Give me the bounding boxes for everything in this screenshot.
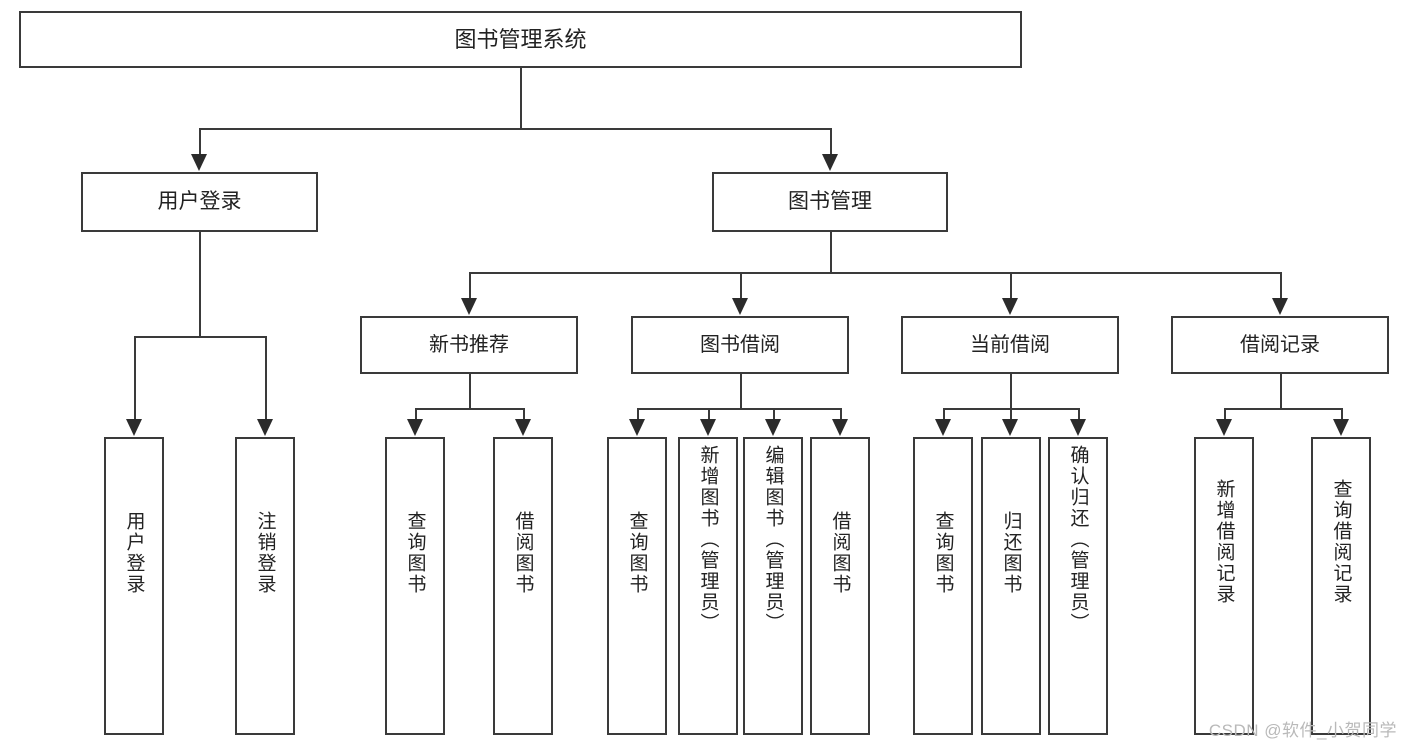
connector-borrow-record-bus	[1224, 408, 1341, 410]
connector-user-login-trunk	[199, 232, 201, 336]
connector-drop-query-book-2	[637, 408, 639, 420]
node-leaf-borrow-book-2[interactable]: 借阅图书	[810, 437, 870, 735]
node-label-vertical: 确认归还（管理员）	[1067, 445, 1089, 634]
node-label-vertical: 查询图书	[626, 511, 648, 595]
arrow-current-borrow	[1002, 298, 1018, 315]
connector-root-bus	[199, 128, 831, 130]
connector-drop-borrow-record	[1280, 272, 1282, 299]
arrow-user-login	[191, 154, 207, 171]
connector-drop-current-borrow	[1010, 272, 1012, 299]
arrow-new-book-recommend	[461, 298, 477, 315]
node-root-system[interactable]: 图书管理系统	[19, 11, 1022, 68]
node-label-vertical: 用户登录	[123, 511, 145, 595]
node-leaf-user-login[interactable]: 用户登录	[104, 437, 164, 735]
arrow-leaf-user-logout	[257, 419, 273, 436]
node-label: 借阅记录	[1240, 333, 1320, 356]
connector-book-borrow-bus	[637, 408, 840, 410]
connector-drop-edit-book	[773, 408, 775, 420]
node-new-book-recommend[interactable]: 新书推荐	[360, 316, 578, 374]
node-label-vertical: 借阅图书	[512, 511, 534, 595]
arrow-add-book	[700, 419, 716, 436]
arrow-query-book-3	[935, 419, 951, 436]
node-label-vertical: 注销登录	[254, 511, 276, 595]
connector-drop-query-book-1	[415, 408, 417, 420]
node-user-login[interactable]: 用户登录	[81, 172, 318, 232]
node-book-management[interactable]: 图书管理	[712, 172, 948, 232]
node-leaf-query-book-3[interactable]: 查询图书	[913, 437, 973, 735]
connector-drop-borrow-book-1	[523, 408, 525, 420]
connector-drop-return-book	[1010, 408, 1012, 420]
node-label-vertical: 借阅图书	[829, 511, 851, 595]
connector-root-trunk	[520, 68, 522, 128]
connector-current-borrow-trunk	[1010, 374, 1012, 408]
connector-drop-confirm-return	[1078, 408, 1080, 420]
node-label: 当前借阅	[970, 333, 1050, 356]
node-label-vertical: 新增借阅记录	[1213, 479, 1235, 605]
node-label-vertical: 查询图书	[404, 511, 426, 595]
arrow-return-book	[1002, 419, 1018, 436]
node-label: 图书管理	[788, 189, 872, 213]
node-label-vertical: 查询图书	[932, 511, 954, 595]
arrow-confirm-return	[1070, 419, 1086, 436]
connector-drop-query-record	[1341, 408, 1343, 420]
connector-drop-book-management	[830, 128, 832, 155]
arrow-borrow-book-2	[832, 419, 848, 436]
arrow-borrow-record	[1272, 298, 1288, 315]
connector-new-book-trunk	[469, 374, 471, 408]
arrow-query-book-1	[407, 419, 423, 436]
connector-new-book-bus	[415, 408, 523, 410]
node-borrow-record[interactable]: 借阅记录	[1171, 316, 1389, 374]
node-label: 图书借阅	[700, 333, 780, 356]
node-label: 用户登录	[157, 189, 242, 213]
arrow-add-record	[1216, 419, 1232, 436]
arrow-leaf-user-login	[126, 419, 142, 436]
connector-drop-book-borrow	[740, 272, 742, 299]
node-label-vertical: 编辑图书（管理员）	[762, 445, 784, 634]
connector-book-management-bus	[469, 272, 1280, 274]
connector-drop-add-book	[708, 408, 710, 420]
arrow-borrow-book-1	[515, 419, 531, 436]
node-book-borrow[interactable]: 图书借阅	[631, 316, 849, 374]
connector-drop-borrow-book-2	[840, 408, 842, 420]
node-label-vertical: 查询借阅记录	[1330, 479, 1352, 605]
connector-borrow-record-trunk	[1280, 374, 1282, 408]
arrow-query-book-2	[629, 419, 645, 436]
connector-book-borrow-trunk	[740, 374, 742, 408]
connector-drop-leaf-user-logout	[265, 336, 267, 420]
arrow-book-management	[822, 154, 838, 171]
arrow-query-record	[1333, 419, 1349, 436]
connector-drop-leaf-user-login	[134, 336, 136, 420]
connector-drop-new-book-recommend	[469, 272, 471, 299]
connector-drop-add-record	[1224, 408, 1226, 420]
node-label-vertical: 归还图书	[1000, 511, 1022, 595]
node-leaf-borrow-book-1[interactable]: 借阅图书	[493, 437, 553, 735]
node-leaf-query-book-1[interactable]: 查询图书	[385, 437, 445, 735]
connector-user-login-bus	[134, 336, 265, 338]
node-leaf-query-record[interactable]: 查询借阅记录	[1311, 437, 1371, 735]
connector-drop-user-login	[199, 128, 201, 155]
node-label-vertical: 新增图书（管理员）	[697, 445, 719, 634]
node-leaf-user-logout[interactable]: 注销登录	[235, 437, 295, 735]
node-leaf-edit-book[interactable]: 编辑图书（管理员）	[743, 437, 803, 735]
node-current-borrow[interactable]: 当前借阅	[901, 316, 1119, 374]
arrow-edit-book	[765, 419, 781, 436]
connector-drop-query-book-3	[943, 408, 945, 420]
node-leaf-return-book[interactable]: 归还图书	[981, 437, 1041, 735]
node-label: 新书推荐	[429, 333, 509, 356]
arrow-book-borrow	[732, 298, 748, 315]
node-label: 图书管理系统	[454, 26, 587, 52]
node-leaf-add-record[interactable]: 新增借阅记录	[1194, 437, 1254, 735]
node-leaf-confirm-return[interactable]: 确认归还（管理员）	[1048, 437, 1108, 735]
connector-book-management-trunk	[830, 232, 832, 272]
node-leaf-query-book-2[interactable]: 查询图书	[607, 437, 667, 735]
node-leaf-add-book[interactable]: 新增图书（管理员）	[678, 437, 738, 735]
